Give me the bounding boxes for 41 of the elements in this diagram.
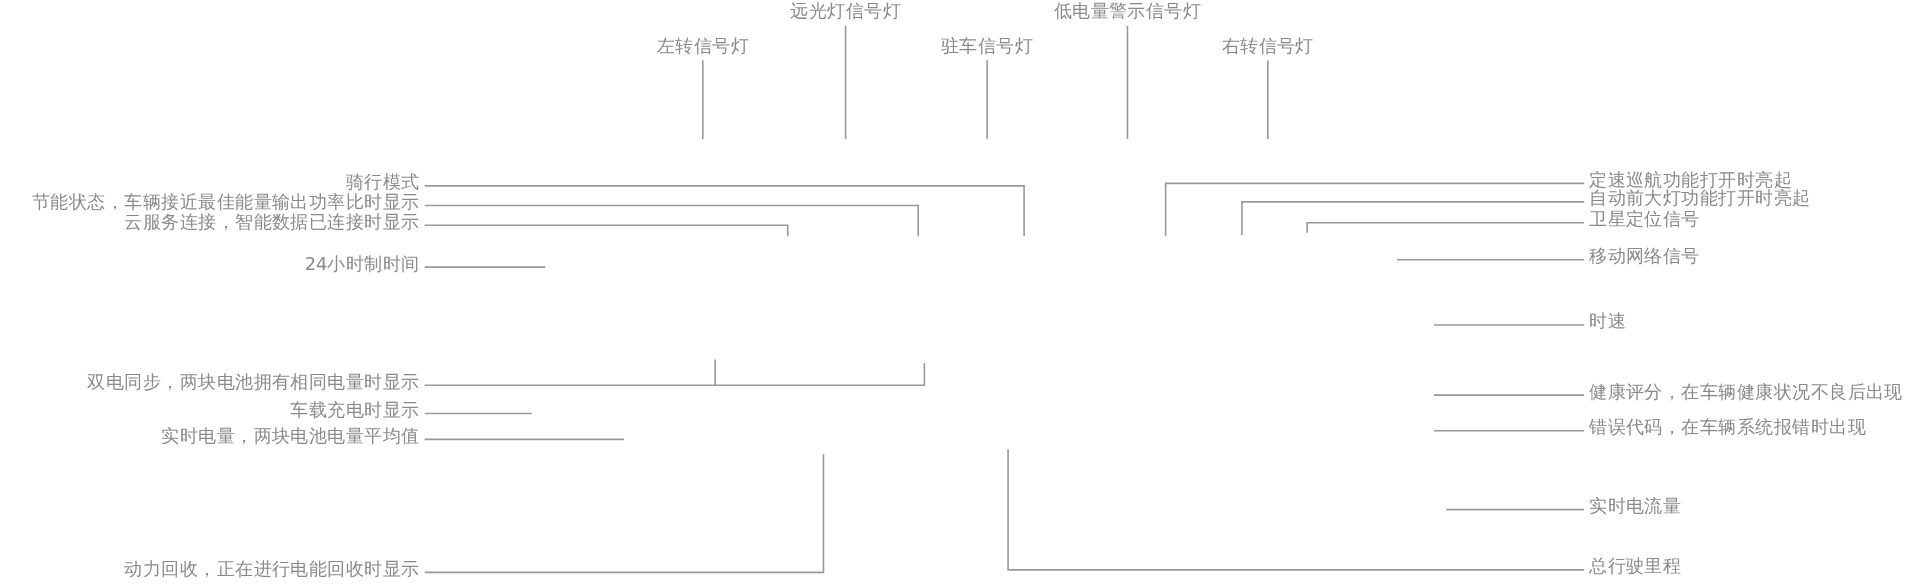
callout-label: 左转信号灯 <box>656 34 749 57</box>
leader-line <box>1164 182 1585 238</box>
callout-label: 云服务连接，智能数据已连接时显示 <box>124 210 420 233</box>
leader-line <box>1306 222 1585 234</box>
callout-label: 卫星定位信号 <box>1589 208 1700 231</box>
leader-line <box>1267 59 1269 140</box>
callout-label: 时速 <box>1589 310 1626 333</box>
leader-line <box>423 204 920 238</box>
leader-line <box>423 185 1025 238</box>
leader-line <box>423 438 625 441</box>
leader-line <box>1241 201 1585 236</box>
leader-line <box>986 59 988 140</box>
leader-line <box>423 224 789 238</box>
callout-label: 实时电流量 <box>1589 494 1682 517</box>
leader-line <box>1396 258 1585 261</box>
callout-label: 24小时制时间 <box>304 252 420 275</box>
leader-line <box>1433 394 1585 396</box>
leader-line <box>844 25 847 140</box>
callout-label: 车载充电时显示 <box>290 398 420 421</box>
callout-label: 错误代码，在车辆系统报错时出现 <box>1589 416 1866 439</box>
callout-label: 总行驶里程 <box>1589 555 1682 578</box>
leader-line <box>1126 25 1129 140</box>
leader-line <box>423 453 825 574</box>
leader-line <box>1007 448 1585 571</box>
callout-label: 健康评分，在车辆健康状况不良后出现 <box>1589 380 1903 403</box>
callout-label: 远光灯信号灯 <box>790 0 901 23</box>
callout-label: 低电量警示信号灯 <box>1053 0 1202 23</box>
leader-line <box>423 412 533 415</box>
leader-line <box>423 358 926 387</box>
leader-line <box>423 266 547 268</box>
callout-label: 驻车信号灯 <box>941 34 1034 57</box>
leader-line <box>1433 430 1585 432</box>
leader-line <box>1433 324 1585 326</box>
callout-label: 双电同步，两块电池拥有相同电量时显示 <box>87 370 420 393</box>
callout-label: 移动网络信号 <box>1589 244 1700 268</box>
callout-label: 实时电量，两块电池电量平均值 <box>161 424 420 447</box>
leader-line <box>702 59 704 140</box>
callout-label: 动力回收，正在进行电能回收时显示 <box>124 557 420 580</box>
callout-label: 右转信号灯 <box>1221 34 1314 57</box>
callout-label: 自动前大灯功能打开时亮起 <box>1589 187 1811 210</box>
leader-line <box>1445 508 1585 511</box>
